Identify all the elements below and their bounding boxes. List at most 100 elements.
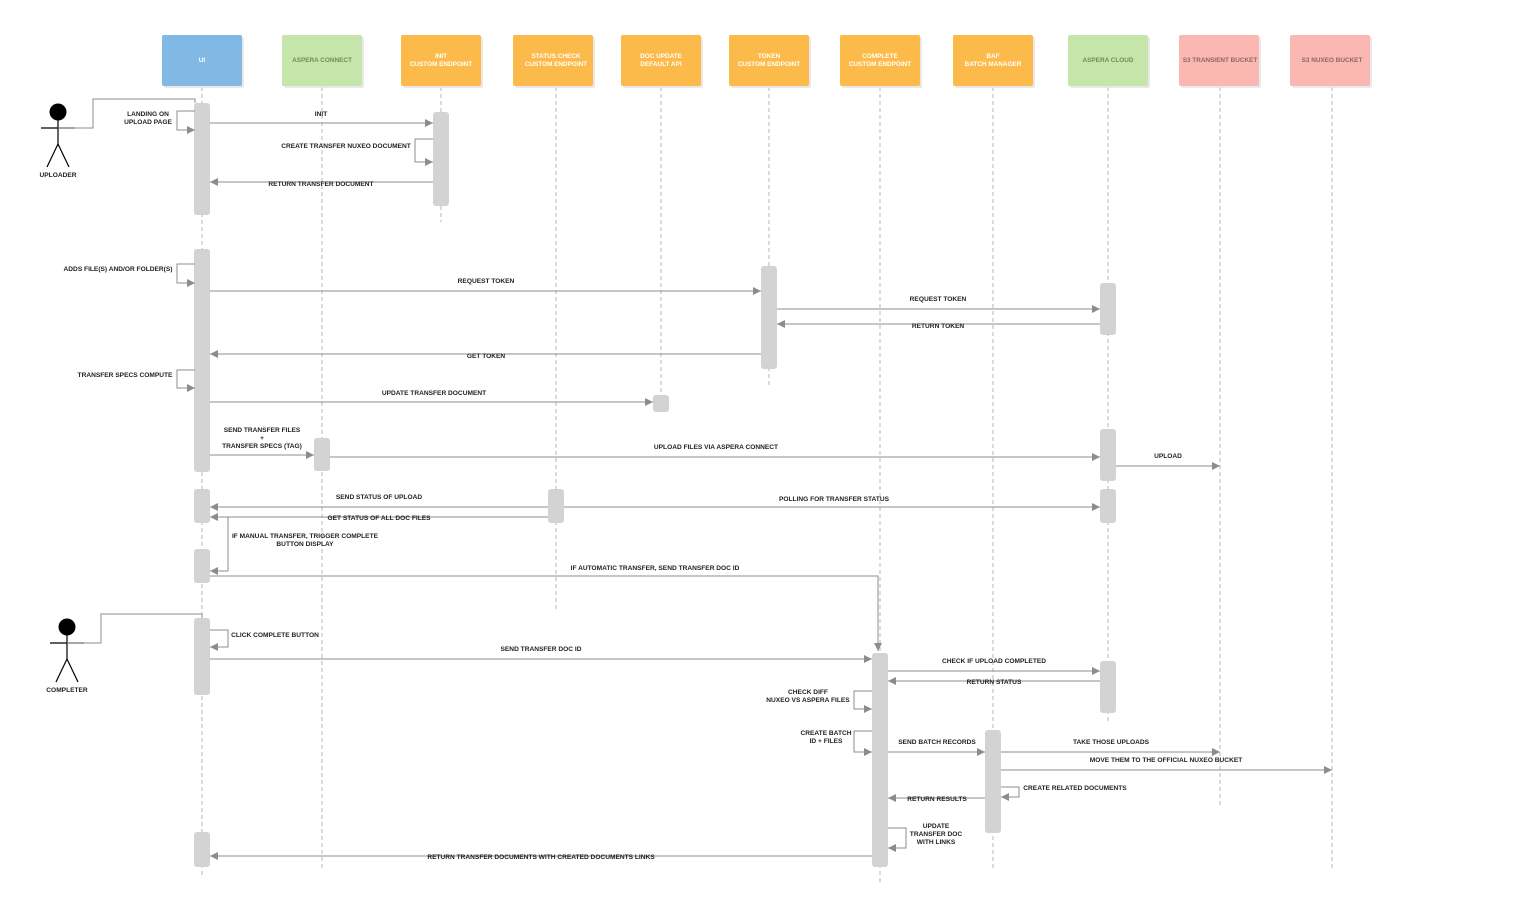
participant-label-baf: BAF — [986, 53, 999, 60]
message-label-send-status: SEND STATUS OF UPLOAD — [336, 494, 422, 501]
message-label-return-status: RETURN STATUS — [967, 679, 1022, 686]
activation-bar-aspera-cloud — [1100, 661, 1116, 713]
participant-label-aspera-cloud: ASPERA CLOUD — [1083, 57, 1134, 64]
message-label-check-upload: CHECK IF UPLOAD COMPLETED — [942, 658, 1046, 665]
message-arrow-if-manual — [210, 516, 229, 575]
activation-bar-ui — [194, 832, 210, 867]
participant-label-baf: BATCH MANAGER — [965, 61, 1022, 68]
actor-link-uploader — [58, 98, 196, 129]
message-label-return-token: RETURN TOKEN — [912, 323, 965, 330]
message-arrow-if-auto — [210, 575, 882, 651]
message-label-send-files: TRANSFER SPECS (TAG) — [222, 443, 302, 450]
message-label-check-diff: CHECK DIFF — [788, 689, 828, 696]
participant-box-status-check — [513, 35, 593, 86]
message-arrow-click-complete — [210, 629, 229, 651]
participant-label-doc-update: DEFAULT API — [640, 61, 681, 68]
participant-label-doc-update: DOC UPDATE — [640, 53, 683, 60]
message-label-adds-files: ADDS FILE(S) AND/OR FOLDER(S) — [64, 266, 173, 273]
message-label-if-manual: BUTTON DISPLAY — [276, 541, 334, 548]
actor-head-icon — [49, 103, 67, 121]
message-arrow-check-diff — [853, 690, 872, 713]
message-label-create-transfer: CREATE TRANSFER NUXEO DOCUMENT — [281, 143, 411, 150]
participant-label-ui: UI — [199, 57, 206, 64]
message-label-send-doc-id: SEND TRANSFER DOC ID — [501, 646, 582, 653]
activation-bar-aspera-connect — [314, 438, 330, 471]
message-arrow-specs-compute — [176, 369, 195, 392]
participant-label-init: INIT — [435, 53, 447, 60]
actor-label-uploader: UPLOADER — [40, 172, 77, 179]
participant-label-token: TOKEN — [758, 53, 781, 60]
participant-box-ui — [162, 35, 242, 86]
participant-label-s3-nuxeo: S3 NUXEO BUCKET — [1302, 57, 1363, 64]
message-arrow-create-related — [1001, 786, 1020, 801]
participant-label-status-check: STATUS CHECK — [531, 53, 580, 60]
message-label-return-docs: RETURN TRANSFER DOCUMENTS WITH CREATED D… — [427, 854, 655, 861]
message-label-update-links: WITH LINKS — [917, 839, 956, 846]
activation-bar-ui — [194, 103, 210, 215]
participant-label-complete: COMPLETE — [862, 53, 898, 60]
message-label-get-status: GET STATUS OF ALL DOC FILES — [327, 515, 431, 522]
actor-link-completer — [67, 613, 203, 644]
message-label-move-them: MOVE THEM TO THE OFFICIAL NUXEO BUCKET — [1090, 757, 1243, 764]
activation-bar-ui — [194, 489, 210, 523]
activation-bar-doc-update — [653, 395, 669, 412]
participant-label-token: CUSTOM ENDPOINT — [738, 61, 800, 68]
participant-box-s3-nuxeo — [1290, 35, 1370, 86]
message-label-update-links: UPDATE — [923, 823, 950, 830]
actor-completer — [50, 613, 203, 683]
participant-label-aspera-connect: ASPERA CONNECT — [292, 57, 352, 64]
participant-box-init — [401, 35, 481, 86]
message-label-create-related: CREATE RELATED DOCUMENTS — [1023, 785, 1127, 792]
message-label-get-token: GET TOKEN — [467, 353, 506, 360]
message-label-if-auto: IF AUTOMATIC TRANSFER, SEND TRANSFER DOC… — [571, 565, 740, 572]
message-label-send-files: SEND TRANSFER FILES — [224, 427, 301, 434]
activation-bar-baf — [985, 730, 1001, 833]
activation-bar-init — [433, 112, 449, 206]
message-label-check-diff: NUXEO VS ASPERA FILES — [766, 697, 850, 704]
activation-bar-ui — [194, 549, 210, 583]
activation-bar-token — [761, 266, 777, 369]
activation-bar-ui — [194, 249, 210, 472]
message-label-return-transfer: RETURN TRANSFER DOCUMENT — [268, 181, 373, 188]
message-label-update-doc: UPDATE TRANSFER DOCUMENT — [382, 390, 486, 397]
participant-box-baf — [953, 35, 1033, 86]
participant-box-complete — [840, 35, 920, 86]
message-arrow-landing — [176, 110, 195, 134]
message-label-request-token-2: REQUEST TOKEN — [910, 296, 967, 303]
message-arrow-create-transfer — [414, 138, 433, 166]
activation-bar-status-check — [548, 489, 564, 523]
activation-bar-aspera-cloud — [1100, 429, 1116, 481]
participant-label-s3-transient: S3 TRANSIENT BUCKET — [1183, 57, 1258, 64]
participant-label-status-check: CUSTOM ENDPOINT — [525, 61, 587, 68]
message-label-specs-compute: TRANSFER SPECS COMPUTE — [78, 372, 173, 379]
participant-box-aspera-connect — [282, 35, 362, 86]
participant-box-doc-update — [621, 35, 701, 86]
message-label-request-token-1: REQUEST TOKEN — [458, 278, 515, 285]
activation-bar-aspera-cloud — [1100, 489, 1116, 523]
message-label-create-batch: CREATE BATCH — [800, 730, 851, 737]
message-label-click-complete: CLICK COMPLETE BUTTON — [231, 632, 319, 639]
message-label-init: INIT — [315, 111, 327, 118]
message-label-if-manual: IF MANUAL TRANSFER, TRIGGER COMPLETE — [232, 533, 379, 540]
message-label-landing: UPLOAD PAGE — [124, 119, 172, 126]
message-label-take-uploads: TAKE THOSE UPLOADS — [1073, 739, 1150, 746]
message-label-upload: UPLOAD — [1154, 453, 1182, 460]
participant-box-token — [729, 35, 809, 86]
message-label-send-files: + — [260, 435, 264, 442]
activation-bar-ui — [194, 618, 210, 695]
message-arrow-update-links — [888, 827, 907, 852]
message-label-return-results: RETURN RESULTS — [907, 796, 967, 803]
message-label-update-links: TRANSFER DOC — [910, 831, 963, 838]
message-label-landing: LANDING ON — [127, 111, 169, 118]
activation-bar-aspera-cloud — [1100, 283, 1116, 335]
activation-bar-complete — [872, 653, 888, 867]
participant-label-init: CUSTOM ENDPOINT — [410, 61, 472, 68]
actor-label-completer: COMPLETER — [46, 687, 88, 694]
actor-uploader — [41, 98, 196, 168]
message-arrow-create-batch — [853, 730, 872, 756]
participant-box-aspera-cloud — [1068, 35, 1148, 86]
message-label-create-batch: ID + FILES — [810, 738, 843, 745]
actor-head-icon — [58, 618, 76, 636]
participant-label-complete: CUSTOM ENDPOINT — [849, 61, 911, 68]
